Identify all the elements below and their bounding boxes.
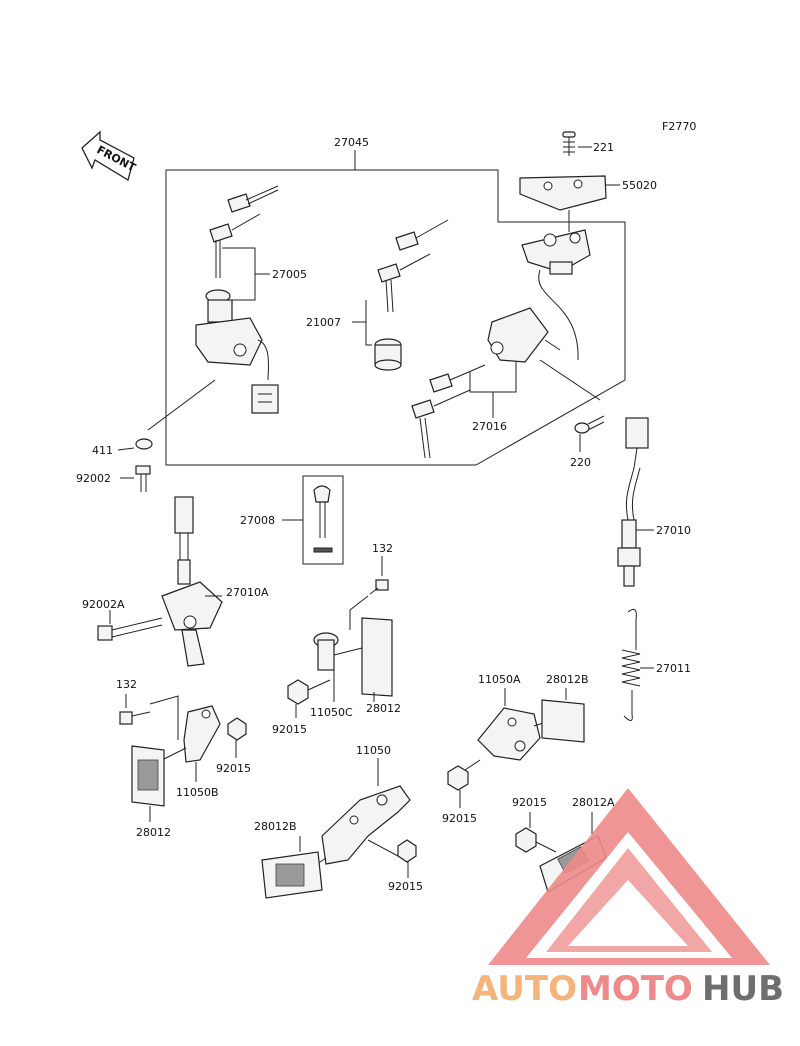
nut-92015-d: [447, 765, 469, 791]
label-27005: 27005: [272, 268, 307, 281]
label-27045: 27045: [334, 136, 369, 149]
label-28012-upper: 28012: [366, 702, 401, 715]
watermark-auto: AUTO: [472, 969, 577, 1009]
nut-92015-e: [515, 827, 537, 853]
label-27008: 27008: [240, 514, 275, 527]
spring-27011: [621, 608, 641, 721]
watermark-logo: AUTO MOTO HUB: [472, 788, 784, 1009]
label-221: 221: [593, 141, 614, 154]
label-28012A: 28012A: [572, 796, 615, 809]
label-27010A: 27010A: [226, 586, 269, 599]
plate-28012B-upper: [541, 699, 585, 743]
label-92015-a: 92015: [272, 723, 307, 736]
label-92002: 92002: [76, 472, 111, 485]
bracket-11050: [321, 785, 411, 865]
label-11050A: 11050A: [478, 673, 521, 686]
bolt-132-upper: [369, 579, 389, 595]
assembly-outline: [165, 169, 626, 466]
plate-28012-lower: [131, 745, 165, 807]
label-11050: 11050: [356, 744, 391, 757]
label-411: 411: [92, 444, 113, 457]
bolt-92002A: [97, 617, 163, 641]
screw-220: [574, 415, 605, 434]
seat-lock-27016: [487, 307, 561, 363]
blank-key-27008: [313, 485, 333, 553]
ignition-switch: [195, 289, 279, 414]
label-92015-d: 92015: [442, 812, 477, 825]
label-28012B-lower: 28012B: [254, 820, 297, 833]
front-arrow-icon: FRONT: [81, 130, 138, 182]
screw-221: [562, 131, 576, 156]
label-27011: 27011: [656, 662, 691, 675]
switch-bracket: [521, 229, 591, 275]
nut-92015-a: [287, 679, 309, 705]
label-11050C: 11050C: [310, 706, 353, 719]
label-27016: 27016: [472, 420, 507, 433]
bolt-92002: [135, 465, 151, 492]
key-pair-27005: [209, 185, 279, 278]
switch-27010: [617, 417, 649, 587]
nut-92015-b: [227, 717, 247, 741]
label-92002A: 92002A: [82, 598, 125, 611]
label-27010: 27010: [656, 524, 691, 537]
bracket-11050A: [477, 707, 541, 761]
plate-28012B-lower: [261, 851, 323, 899]
label-11050B: 11050B: [176, 786, 219, 799]
label-92015-e: 92015: [512, 796, 547, 809]
label-132-lower: 132: [116, 678, 137, 691]
label-21007: 21007: [306, 316, 341, 329]
label-28012-lower: 28012: [136, 826, 171, 839]
label-220: 220: [570, 456, 591, 469]
key-pair-21007: [374, 219, 449, 371]
key-pair-27016: [411, 364, 486, 459]
bracket-11050C: [313, 632, 363, 671]
figure-code: F2770: [662, 120, 696, 133]
label-55020: 55020: [622, 179, 657, 192]
watermark-moto: MOTO: [578, 969, 693, 1009]
bolt-132-lower: [119, 711, 151, 725]
switch-27010A: [161, 496, 223, 667]
plate-28012-upper: [361, 617, 393, 697]
nut-92015-c: [397, 839, 417, 863]
watermark-hub: HUB: [702, 969, 784, 1009]
label-92015-b: 92015: [216, 762, 251, 775]
label-132-upper: 132: [372, 542, 393, 555]
label-28012B-upper: 28012B: [546, 673, 589, 686]
bracket-55020: [519, 175, 607, 211]
bracket-11050B: [183, 705, 221, 763]
washer-411: [135, 438, 153, 450]
label-92015-c: 92015: [388, 880, 423, 893]
